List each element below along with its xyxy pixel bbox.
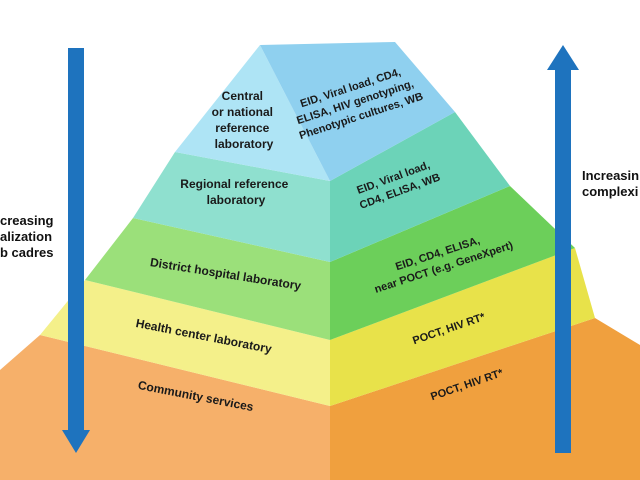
up-arrow-head (547, 45, 579, 70)
tier2-left-face (133, 152, 330, 262)
left-caption-line-2: alization (0, 229, 52, 244)
tier1-left-face (175, 45, 330, 181)
up-arrow (547, 45, 579, 453)
up-arrow-shaft (555, 68, 571, 453)
tier1-right-face (260, 42, 455, 181)
right-caption-line-2: complexi (582, 184, 638, 199)
tier1-left-line-1: Central (222, 89, 263, 103)
left-caption-line-3: b cadres (0, 245, 53, 260)
right-caption: Increasin complexi (582, 168, 640, 199)
left-caption-line-1: creasing (0, 213, 54, 228)
down-arrow-head (62, 430, 90, 453)
tier1-left-label: Central or national reference laboratory (212, 89, 277, 151)
tier2-left-line-1: Regional reference (180, 177, 288, 191)
tier2-right-face (330, 112, 510, 262)
down-arrow (62, 48, 90, 453)
tier2-left-label: Regional reference laboratory (180, 177, 291, 207)
right-caption-line-1: Increasin (582, 168, 639, 183)
tier1-left-line-3: reference (215, 121, 269, 135)
left-caption: creasing alization b cadres (0, 213, 57, 260)
down-arrow-shaft (68, 48, 84, 433)
tier4-right-face (330, 248, 595, 406)
tier4-left-face (40, 280, 330, 406)
tier3-left-face (85, 218, 330, 340)
tier2-left-line-2: laboratory (207, 193, 266, 207)
tier3-right-face (330, 186, 575, 340)
tier1-left-line-4: laboratory (215, 137, 274, 151)
tier1-left-line-2: or national (212, 105, 273, 119)
